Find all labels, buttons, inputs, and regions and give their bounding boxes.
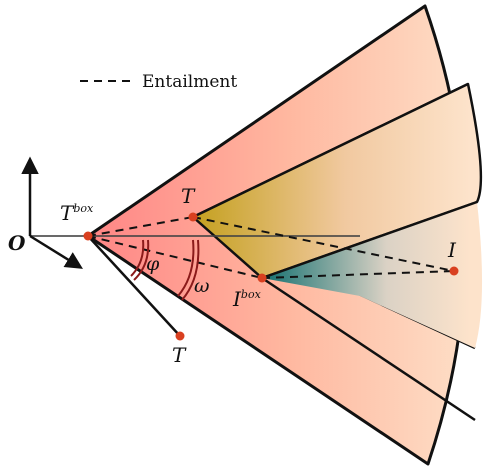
origin-label: O — [8, 231, 26, 255]
image-box-label: Ibox — [232, 287, 262, 311]
image-box-cone — [262, 202, 483, 348]
text-label: T — [181, 184, 196, 208]
projection-line — [87, 235, 181, 337]
legend: Entailment — [80, 72, 237, 92]
entailment-line-tbox-ibox — [87, 235, 263, 279]
image-box-label-sup: box — [241, 288, 262, 301]
entailment-line-tbox-t — [87, 216, 194, 237]
angle-phi-label: φ — [146, 253, 160, 275]
angle-omega-arc — [177, 239, 195, 297]
image-point — [449, 266, 459, 276]
text-projected-point — [175, 331, 185, 341]
image-cone-ray-upper — [261, 200, 478, 280]
text-box-point — [83, 231, 93, 241]
image-label: I — [447, 238, 457, 262]
text-box-label-sup: box — [73, 202, 94, 215]
entailment-line-t-i — [192, 216, 455, 272]
text-point — [188, 212, 198, 222]
text-box-label: Tbox — [60, 201, 94, 225]
text-projected-label: T — [172, 343, 187, 367]
z-axis-arrow — [29, 234, 83, 269]
image-cone-ray-lower — [261, 276, 476, 422]
angle-omega-arc-2 — [181, 239, 200, 301]
image-box-point — [257, 273, 267, 283]
image-box-label-base: I — [232, 287, 242, 311]
angle-phi-arc — [130, 239, 145, 277]
legend-label: Entailment — [142, 72, 237, 92]
text-box-label-base: T — [60, 201, 75, 225]
entailment-line-ibox-i — [261, 270, 455, 279]
angle-omega-label: ω — [194, 275, 210, 297]
text-cone — [191, 82, 483, 280]
angle-phi-arc-2 — [133, 239, 150, 281]
